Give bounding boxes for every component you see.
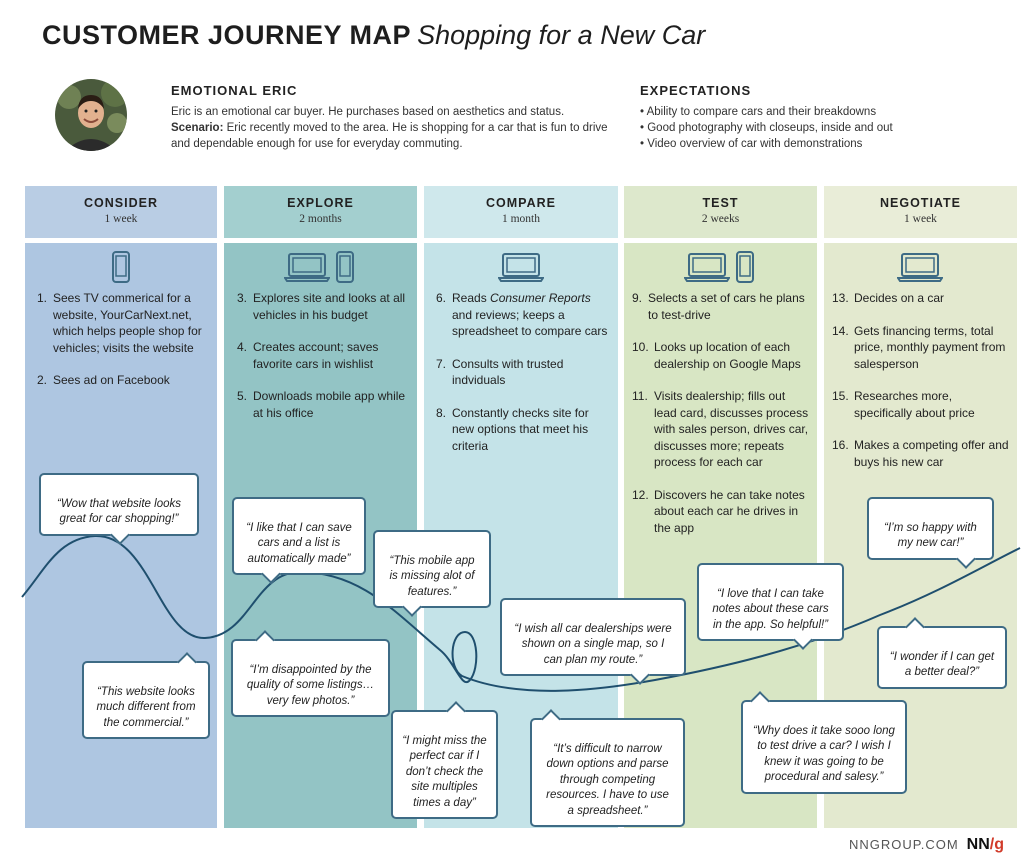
step-item: 15.Researches more, specifically about p… bbox=[832, 389, 975, 420]
step-item: 8.Constantly checks site for new options… bbox=[436, 405, 589, 453]
phone-icon bbox=[336, 251, 354, 283]
stage-name: EXPLORE bbox=[287, 196, 354, 210]
footer-site: NNGROUP.COM bbox=[848, 837, 959, 852]
expectations-list: Ability to compare cars and their breakd… bbox=[640, 104, 893, 152]
quote-bubble: “This mobile app is missing alot of feat… bbox=[373, 530, 491, 617]
quote-bubble: “I wonder if I can get a better deal?” bbox=[877, 617, 1007, 689]
step-item: 11.Visits dealership; fills out lead car… bbox=[632, 389, 809, 469]
quote-bubble: “I might miss the perfect car if I don’t… bbox=[391, 701, 498, 819]
title-subtitle: Shopping for a New Car bbox=[417, 20, 706, 50]
stage-duration: 2 months bbox=[299, 213, 342, 225]
step-item: 6.Reads Consumer Reports and reviews; ke… bbox=[436, 291, 608, 338]
step-item: 5.Downloads mobile app while at his offi… bbox=[237, 389, 406, 420]
steps-explore: 3.Explores site and looks at all vehicle… bbox=[237, 290, 407, 437]
laptop-icon bbox=[498, 253, 544, 282]
step-item: 1.Sees TV commerical for a website, Your… bbox=[37, 291, 202, 355]
quote-bubble: “It’s difficult to narrow down options a… bbox=[530, 709, 685, 827]
scenario-label: Scenario: bbox=[171, 122, 224, 134]
stage-header-consider: CONSIDER 1 week bbox=[25, 186, 217, 238]
step-item: 10.Looks up location of each dealership … bbox=[632, 340, 801, 371]
persona-description: Eric is an emotional car buyer. He purch… bbox=[171, 104, 621, 152]
steps-test: 9.Selects a set of cars he plans to test… bbox=[632, 290, 810, 552]
quote-bubble: “I love that I can take notes about thes… bbox=[697, 563, 844, 650]
step-item: 13.Decides on a car bbox=[832, 291, 945, 305]
laptop-icon bbox=[897, 253, 943, 282]
quote-bubble: “I’m disappointed by the quality of some… bbox=[231, 630, 390, 717]
step-item: 16.Makes a competing offer and buys his … bbox=[832, 438, 1009, 469]
stage-header-negotiate: NEGOTIATE 1 week bbox=[824, 186, 1017, 238]
stage-name: TEST bbox=[702, 196, 739, 210]
steps-negotiate: 13.Decides on a car 14.Gets financing te… bbox=[832, 290, 1010, 486]
avatar bbox=[55, 79, 127, 151]
quote-bubble: “Wow that website looks great for car sh… bbox=[39, 473, 199, 545]
step-item: 14.Gets financing terms, total price, mo… bbox=[832, 323, 1006, 371]
expectation-item: Good photography with closeups, inside a… bbox=[640, 120, 893, 136]
step-item: 3.Explores site and looks at all vehicle… bbox=[237, 291, 406, 322]
title-main: CUSTOMER JOURNEY MAP bbox=[42, 20, 412, 50]
laptop-icon bbox=[284, 253, 330, 282]
nng-logo: NN/g bbox=[966, 836, 1004, 853]
stage-name: NEGOTIATE bbox=[880, 196, 961, 210]
quote-bubble: “I’m so happy with my new car!” bbox=[867, 497, 994, 569]
scenario-text: Eric recently moved to the area. He is s… bbox=[171, 122, 608, 150]
quote-bubble: “This website looks much different from … bbox=[82, 652, 210, 739]
step-item: 4.Creates account; saves favorite cars i… bbox=[237, 340, 379, 371]
step-item: 2.Sees ad on Facebook bbox=[37, 373, 170, 387]
persona-name: EMOTIONAL ERIC bbox=[171, 83, 298, 98]
step-item: 7.Consults with trusted indviduals bbox=[436, 356, 564, 388]
stage-header-compare: COMPARE 1 month bbox=[424, 186, 618, 238]
footer-brand: NNGROUP.COM NN/g bbox=[849, 836, 1004, 854]
stage-duration: 1 week bbox=[904, 213, 937, 225]
quote-bubble: “I wish all car dealerships were shown o… bbox=[500, 598, 686, 685]
step-item: 12.Discovers he can take notes about eac… bbox=[632, 487, 805, 535]
persona-summary: Eric is an emotional car buyer. He purch… bbox=[171, 106, 565, 118]
phone-icon bbox=[736, 251, 754, 283]
phone-icon bbox=[112, 251, 130, 283]
steps-compare: 6.Reads Consumer Reports and reviews; ke… bbox=[436, 290, 608, 470]
stage-duration: 1 week bbox=[104, 213, 138, 225]
laptop-icon bbox=[684, 253, 730, 282]
stage-header-test: TEST 2 weeks bbox=[624, 186, 817, 238]
stage-duration: 1 month bbox=[501, 213, 540, 225]
stage-header-explore: EXPLORE 2 months bbox=[224, 186, 417, 238]
quote-bubble: “Why does it take sooo long to test driv… bbox=[741, 691, 907, 794]
persona-photo bbox=[55, 79, 127, 151]
stage-name: COMPARE bbox=[486, 196, 556, 210]
quote-bubble: “I like that I can save cars and a list … bbox=[232, 497, 366, 584]
step-item: 9.Selects a set of cars he plans to test… bbox=[632, 291, 805, 322]
steps-consider: 1.Sees TV commerical for a website, Your… bbox=[37, 290, 207, 405]
stage-name: CONSIDER bbox=[84, 196, 158, 210]
expectation-item: Video overview of car with demonstration… bbox=[640, 136, 893, 152]
expectations-title: EXPECTATIONS bbox=[640, 83, 752, 98]
expectation-item: Ability to compare cars and their breakd… bbox=[640, 104, 893, 120]
stage-duration: 2 weeks bbox=[701, 213, 740, 225]
